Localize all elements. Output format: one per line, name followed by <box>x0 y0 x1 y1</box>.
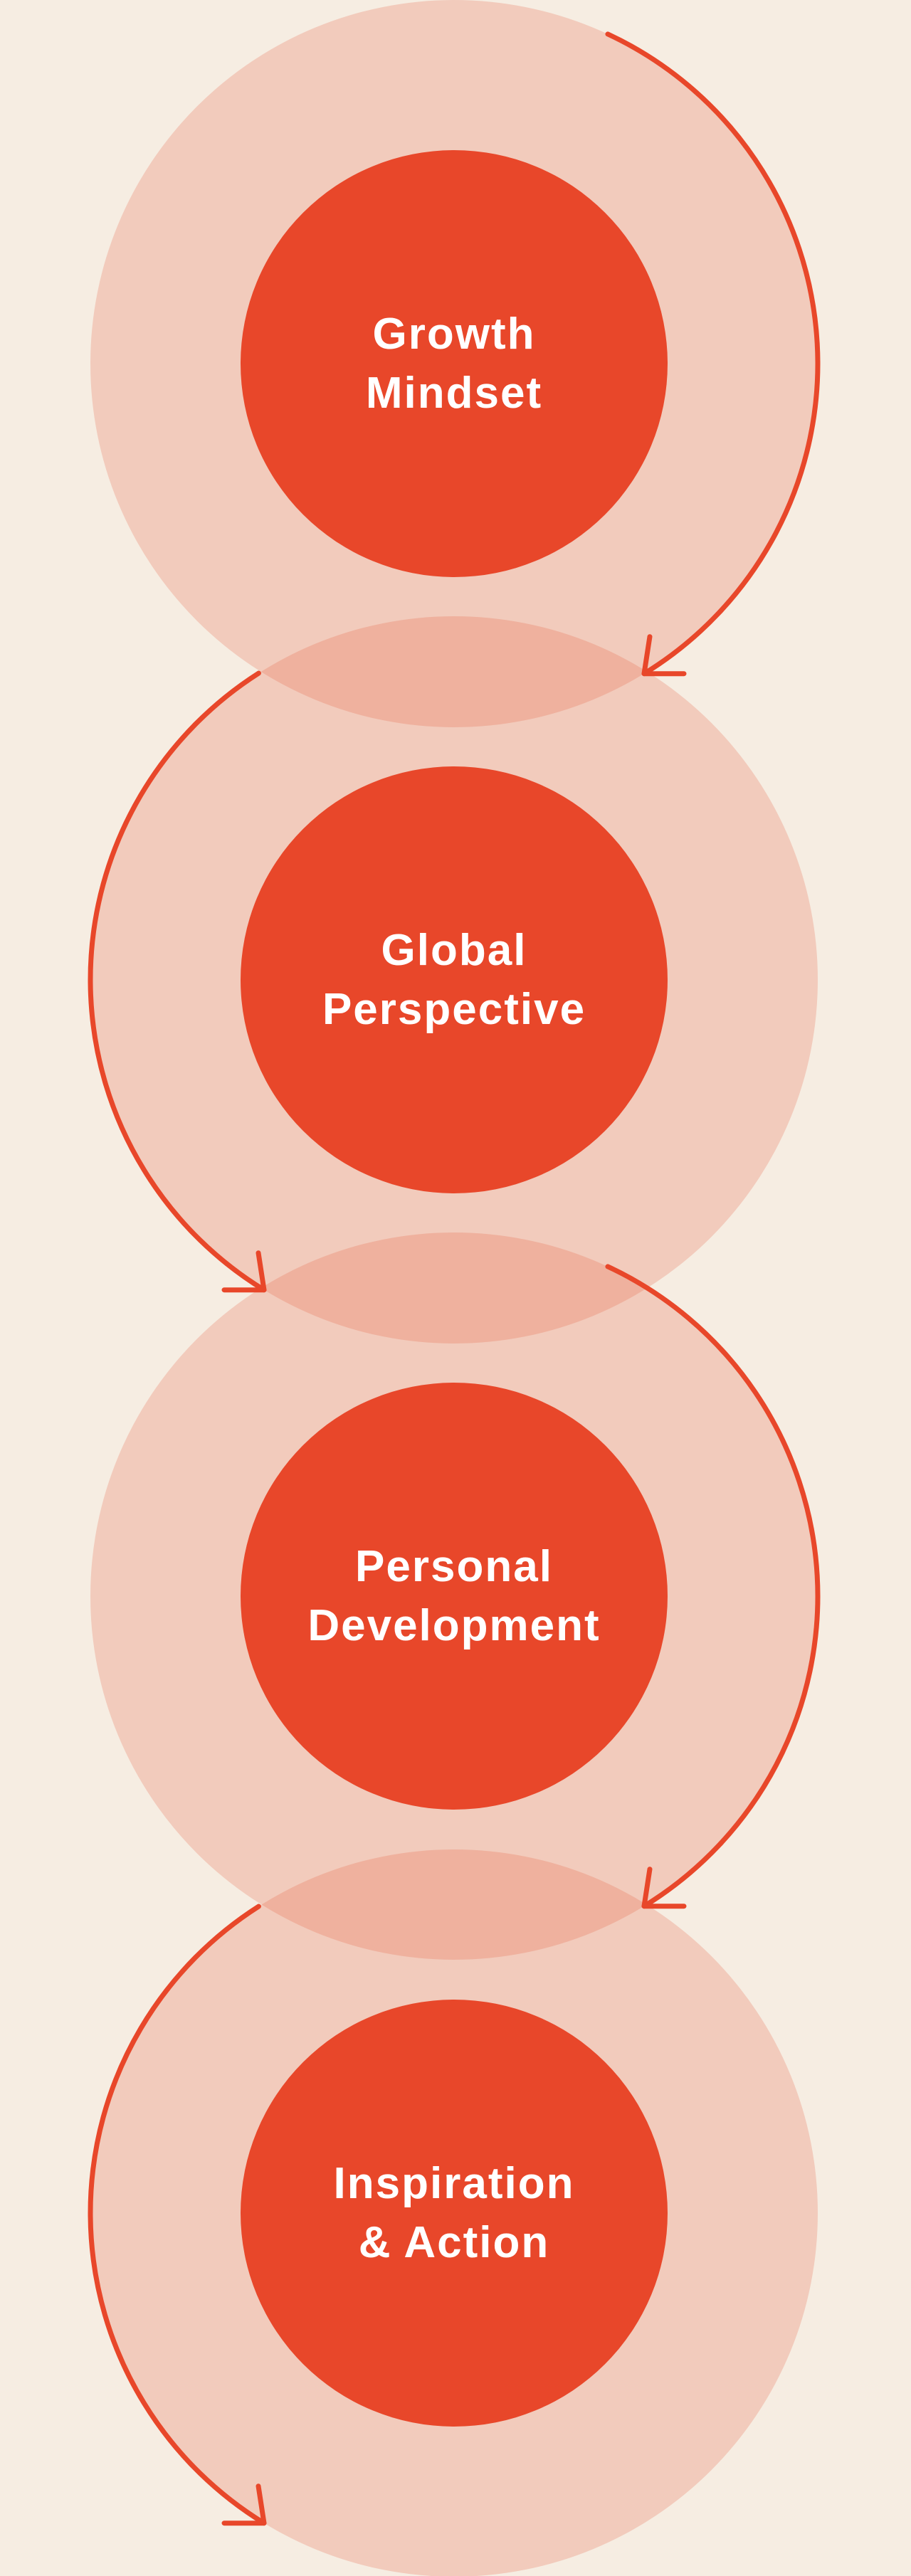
step-label-line: Perspective <box>322 985 586 1034</box>
arrowhead-icon <box>641 634 687 677</box>
cycle-arrow <box>88 1904 267 2526</box>
cycle-arrow <box>605 31 821 677</box>
step-label-inspiration-action: Inspiration & Action <box>241 2154 668 2272</box>
arrow-arc <box>88 1904 267 2526</box>
inner-circle <box>241 766 668 1193</box>
step-label-growth-mindset: Growth Mindset <box>241 305 668 423</box>
inner-circle <box>241 1383 668 1810</box>
step-label-line: Mindset <box>365 369 543 418</box>
step-label-line: Growth <box>372 310 536 359</box>
arrowhead-icon <box>221 1250 267 1293</box>
step-label-line: Personal <box>355 1542 553 1591</box>
arrowhead-icon <box>221 2483 267 2526</box>
inner-circle <box>241 150 668 577</box>
arrow-arc <box>605 1264 821 1909</box>
step-label-line: & Action <box>358 2218 550 2267</box>
cycle-arrow <box>605 1264 821 1909</box>
arrow-arc <box>88 670 267 1293</box>
arrow-arc <box>605 31 821 677</box>
step-label-line: Global <box>381 926 527 975</box>
step-label-personal-development: Personal Development <box>241 1537 668 1655</box>
step-label-global-perspective: Global Perspective <box>241 921 668 1039</box>
step-label-line: Inspiration <box>333 2159 575 2208</box>
step-label-line: Development <box>307 1601 601 1650</box>
cycle-arrow <box>88 670 267 1293</box>
inner-circle <box>241 2000 668 2427</box>
arrowhead-icon <box>641 1867 687 1909</box>
